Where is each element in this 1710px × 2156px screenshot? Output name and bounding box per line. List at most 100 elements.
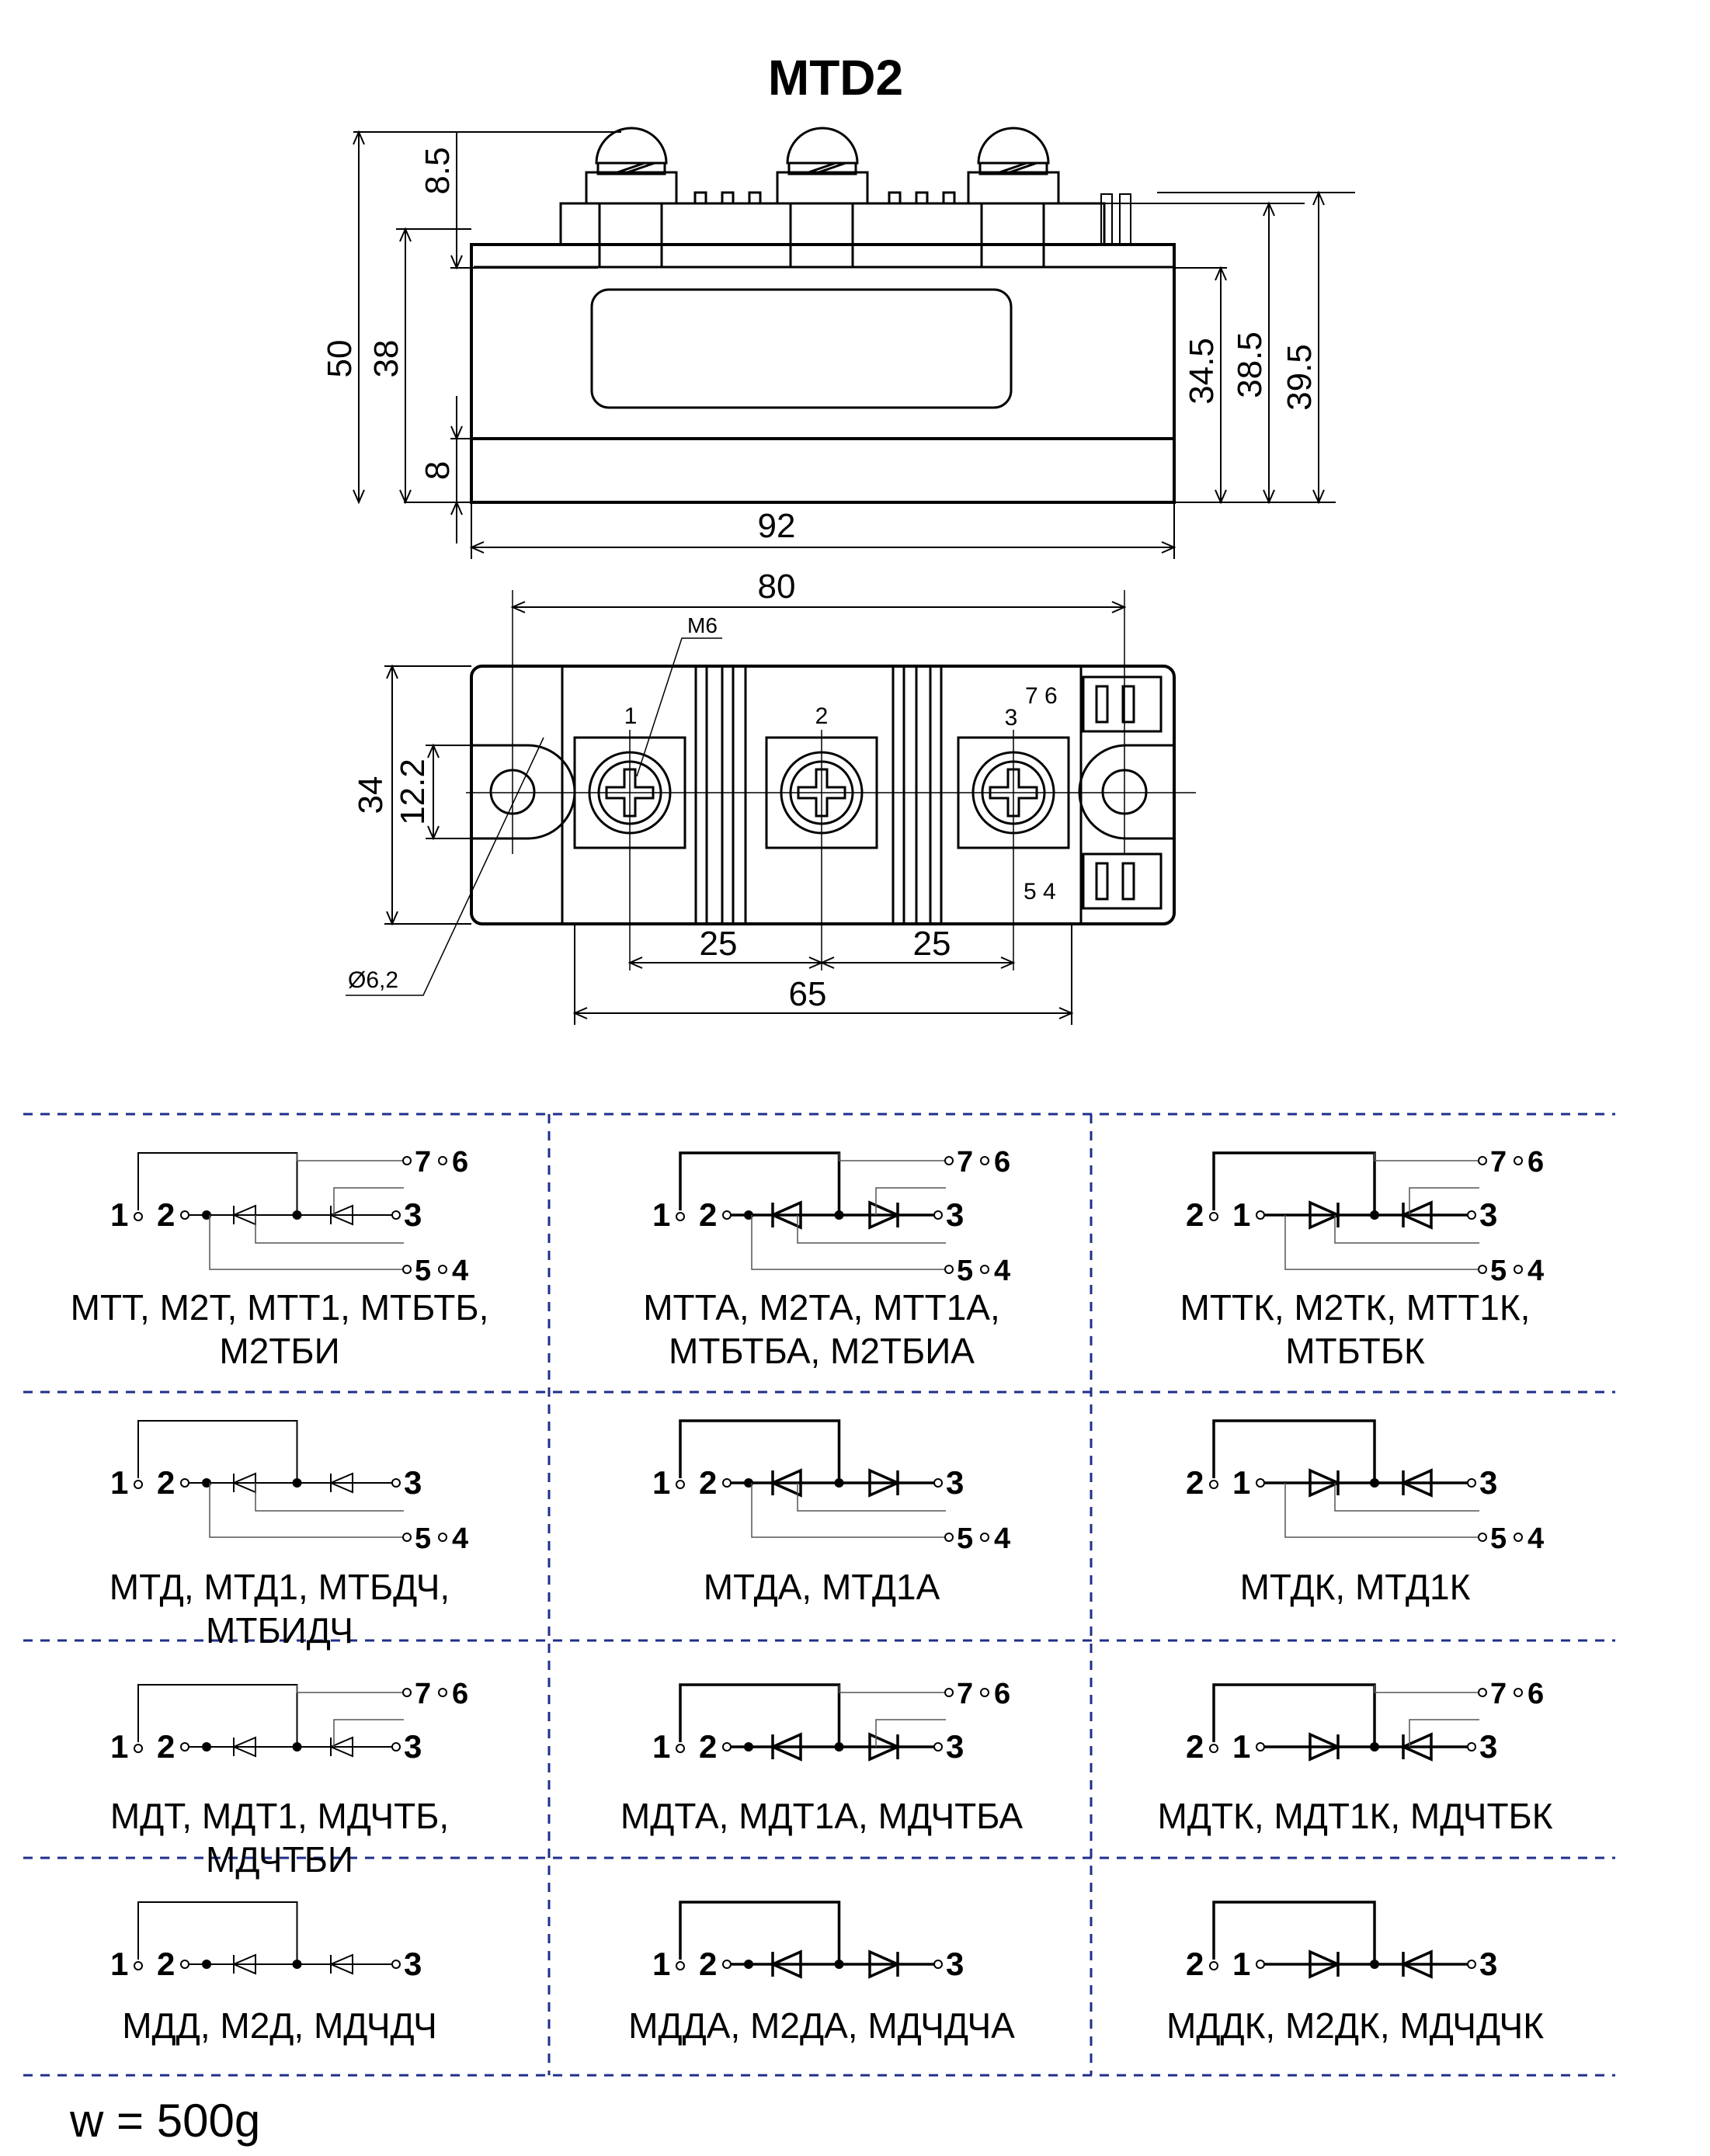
pin-7: 7 [1490, 1146, 1507, 1179]
pin-3: 3 [946, 1728, 964, 1765]
schematic-caption: МДДК, М2ДК, МДЧДЧК [1166, 2005, 1544, 2046]
dim-38: 38 [367, 340, 405, 378]
top-view-dimensions [346, 590, 1196, 1025]
pin-2: 2 [157, 1464, 175, 1501]
pin-4: 4 [994, 1255, 1010, 1287]
schematic-caption: МДТ, МДТ1, МДЧТБ, [110, 1796, 449, 1836]
pin-5: 5 [1490, 1255, 1507, 1287]
pin-7: 7 [415, 1678, 431, 1710]
schematic-caption: МТБИДЧ [206, 1610, 353, 1651]
pin-5: 5 [957, 1522, 973, 1555]
pin-5: 5 [415, 1522, 431, 1555]
dim-12-2: 12.2 [394, 759, 432, 825]
pin-1: 1 [110, 1196, 128, 1233]
pin-3: 3 [1479, 1728, 1497, 1765]
pin-4: 4 [994, 1522, 1010, 1555]
pin-6: 6 [452, 1146, 468, 1179]
dim-25-left: 25 [700, 925, 738, 963]
pin-1: 1 [110, 1946, 128, 1982]
pin-1: 1 [110, 1728, 128, 1765]
pin-4: 4 [1528, 1255, 1544, 1287]
pin-3: 3 [404, 1464, 422, 1501]
pin-3: 3 [1479, 1464, 1497, 1501]
pin-2: 2 [1186, 1728, 1204, 1765]
schematic-caption: МТТА, М2ТА, МТТ1А, [643, 1287, 1000, 1328]
schematic-caption: МТТ, М2Т, МТТ1, МТБТБ, [71, 1287, 489, 1328]
pin-3: 3 [1479, 1196, 1497, 1233]
schematic-caption: МДЧТБИ [206, 1839, 353, 1880]
pin-2: 2 [157, 1196, 175, 1233]
side-view [470, 127, 1176, 504]
aux-label-top: 7 6 [1025, 683, 1058, 709]
pin-6: 6 [1528, 1146, 1544, 1179]
pin-7: 7 [957, 1678, 973, 1710]
pin-1: 1 [1232, 1196, 1250, 1233]
top-view-labels: 80 34 12.2 25 25 65 M6 Ø6,2 1 2 3 7 6 5 … [348, 568, 1058, 1013]
aux-label-bottom: 5 4 [1024, 879, 1056, 904]
schematic-caption: МТБТБА, М2ТБИА [669, 1331, 975, 1371]
pin-4: 4 [1528, 1522, 1544, 1555]
pin-2: 2 [699, 1946, 717, 1982]
dim-38-5: 38.5 [1231, 332, 1269, 398]
side-view-dimension-labels: 50 38 8.5 8 34.5 38.5 39.5 92 [321, 147, 1319, 545]
pin-1: 1 [1232, 1464, 1250, 1501]
pin-1: 1 [110, 1464, 128, 1501]
pin-1: 1 [1232, 1728, 1250, 1765]
schematic-caption: МТДА, МТД1А [704, 1567, 940, 1607]
pin-2: 2 [1186, 1464, 1204, 1501]
pin-1: 1 [1232, 1946, 1250, 1982]
schematic-caption: МТД, МТД1, МТБДЧ, [109, 1567, 450, 1607]
pin-1: 1 [652, 1464, 670, 1501]
pin-3: 3 [404, 1196, 422, 1233]
pin-2: 2 [699, 1728, 717, 1765]
weight-label: w = 500g [69, 2095, 260, 2147]
pin-2: 2 [699, 1196, 717, 1233]
terminal-label-2: 2 [815, 703, 829, 729]
pin-4: 4 [452, 1522, 468, 1555]
pin-7: 7 [415, 1146, 431, 1179]
dim-80: 80 [758, 568, 796, 606]
pin-2: 2 [1186, 1196, 1204, 1233]
pin-6: 6 [1528, 1678, 1544, 1710]
dim-34: 34 [352, 776, 390, 814]
dim-34-5: 34.5 [1183, 338, 1221, 404]
schematic-caption: МТТК, М2ТК, МТТ1К, [1180, 1287, 1531, 1328]
pin-5: 5 [1490, 1522, 1507, 1555]
pin-5: 5 [957, 1255, 973, 1287]
pin-2: 2 [1186, 1946, 1204, 1982]
screw-head-2 [776, 127, 869, 268]
pin-5: 5 [415, 1255, 431, 1287]
pin-2: 2 [157, 1728, 175, 1765]
schematic-caption: МТДК, МТД1К [1240, 1567, 1471, 1607]
dim-65: 65 [789, 975, 827, 1013]
schematic-caption: МДДА, М2ДА, МДЧДЧА [628, 2005, 1015, 2046]
pin-7: 7 [957, 1146, 973, 1179]
side-view-dimensions [353, 130, 1355, 559]
screw-head-1 [585, 127, 678, 268]
pin-3: 3 [404, 1728, 422, 1765]
pin-1: 1 [652, 1946, 670, 1982]
terminal-label-1: 1 [624, 703, 638, 729]
terminal-label-3: 3 [1005, 705, 1018, 731]
schematic-grid [23, 1113, 1615, 2077]
hole-diameter-label: Ø6,2 [348, 967, 398, 993]
drawing-title: MTD2 [768, 50, 903, 106]
dim-8-5: 8.5 [419, 147, 457, 194]
pin-3: 3 [946, 1196, 964, 1233]
pin-2: 2 [699, 1464, 717, 1501]
pin-6: 6 [994, 1678, 1010, 1710]
dim-25-right: 25 [913, 925, 951, 963]
dim-50: 50 [321, 340, 359, 378]
